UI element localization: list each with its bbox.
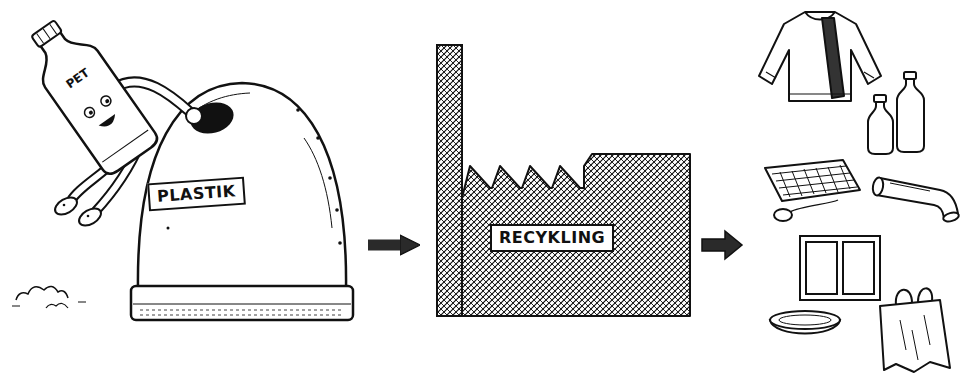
bowl-icon [770,311,840,334]
bowl-icon-part [770,311,840,329]
bag-icon-part [880,300,950,372]
bag-icon-part [900,315,930,360]
window-icon-part [843,242,874,294]
flow-arrow [702,231,742,259]
sweater-icon-part [822,18,844,98]
sweater-icon-part [759,12,881,101]
keyboard-icon-part [780,165,850,197]
window-icon [800,236,880,300]
pipe-icon [872,177,960,223]
bottles-icon-part [904,72,916,79]
recycling-bin-outline-part [133,304,351,305]
recycling-factory: RECYKLING [432,42,694,318]
recycling-bin-outline-part-part [105,98,111,104]
bottles-icon [868,72,924,154]
recycling-bin-outline-part-part [99,94,113,108]
label-sign: RECYKLING [490,224,614,252]
recycling-bin-outline-part-part [88,110,94,116]
recycling-bin-outline-part [187,98,237,138]
recycling-bin-outline-part [138,83,346,290]
recycling-bin-outline-part [52,194,80,218]
pipe-icon-part [890,183,930,191]
flow-arrow [368,240,406,251]
recycling-bin-outline-part [328,176,332,180]
recycling-factory-outline-part [437,45,462,316]
recycling-bin-outline-part [316,136,320,140]
sweater-icon-part [766,72,874,94]
keyboard-icon-part [765,160,860,201]
bottles-icon-part [868,101,893,154]
recycling-bin-outline-part [140,310,344,315]
keyboard-icon-part [790,200,838,212]
recycling-bin-outline-part [186,93,332,228]
recycling-bin-outline-part [63,204,66,207]
recycling-bin-outline-part-part [31,20,62,48]
recycling-bin-outline-part-part [83,105,97,119]
recycling-bin-outline-part [296,108,300,112]
recycling-bin: PLASTIK [128,78,356,324]
recycling-bin-outline-part [16,10,160,178]
flow-arrow-part [702,231,742,259]
recycling-factory-outline [432,42,694,318]
recycling-bin-outline-part [167,227,170,230]
keyboard-icon-part [772,166,857,195]
bottles-icon-part [874,95,886,102]
pipe-icon-part [872,177,885,196]
recycling-bin-outline-part-part [102,130,148,162]
recycling-bin-outline-part [16,286,68,300]
recycling-bin-outline-part [131,286,353,320]
recycling-bin-outline-part [335,208,339,212]
keyboard-icon [765,160,860,221]
bowl-icon-part [779,315,831,325]
recycling-bin-outline-part [46,303,68,308]
pipe-icon-part [942,211,960,223]
pipe-icon-part [876,178,958,218]
recycling-bin-outline-part-part [37,24,57,43]
bag-icon-part [896,288,932,305]
recycling-bin-outline-part [186,108,202,124]
sweater-icon [759,12,881,101]
recycling-bin-outline-part [76,205,104,229]
recycling-bin-outline-part [87,215,90,218]
window-icon-part [806,242,837,294]
recycling-factory-outline-part [462,154,690,316]
keyboard-icon-part [774,209,792,221]
window-icon-part [800,236,880,300]
recycling-bin-outline-part [338,241,342,245]
recycling-bin-outline-part [12,302,86,306]
bag-icon [880,288,950,372]
bottles-icon-part [897,78,924,152]
recycling-bin-outline-part-part [99,114,119,130]
recycling-bin-outline-part-part [23,20,160,178]
